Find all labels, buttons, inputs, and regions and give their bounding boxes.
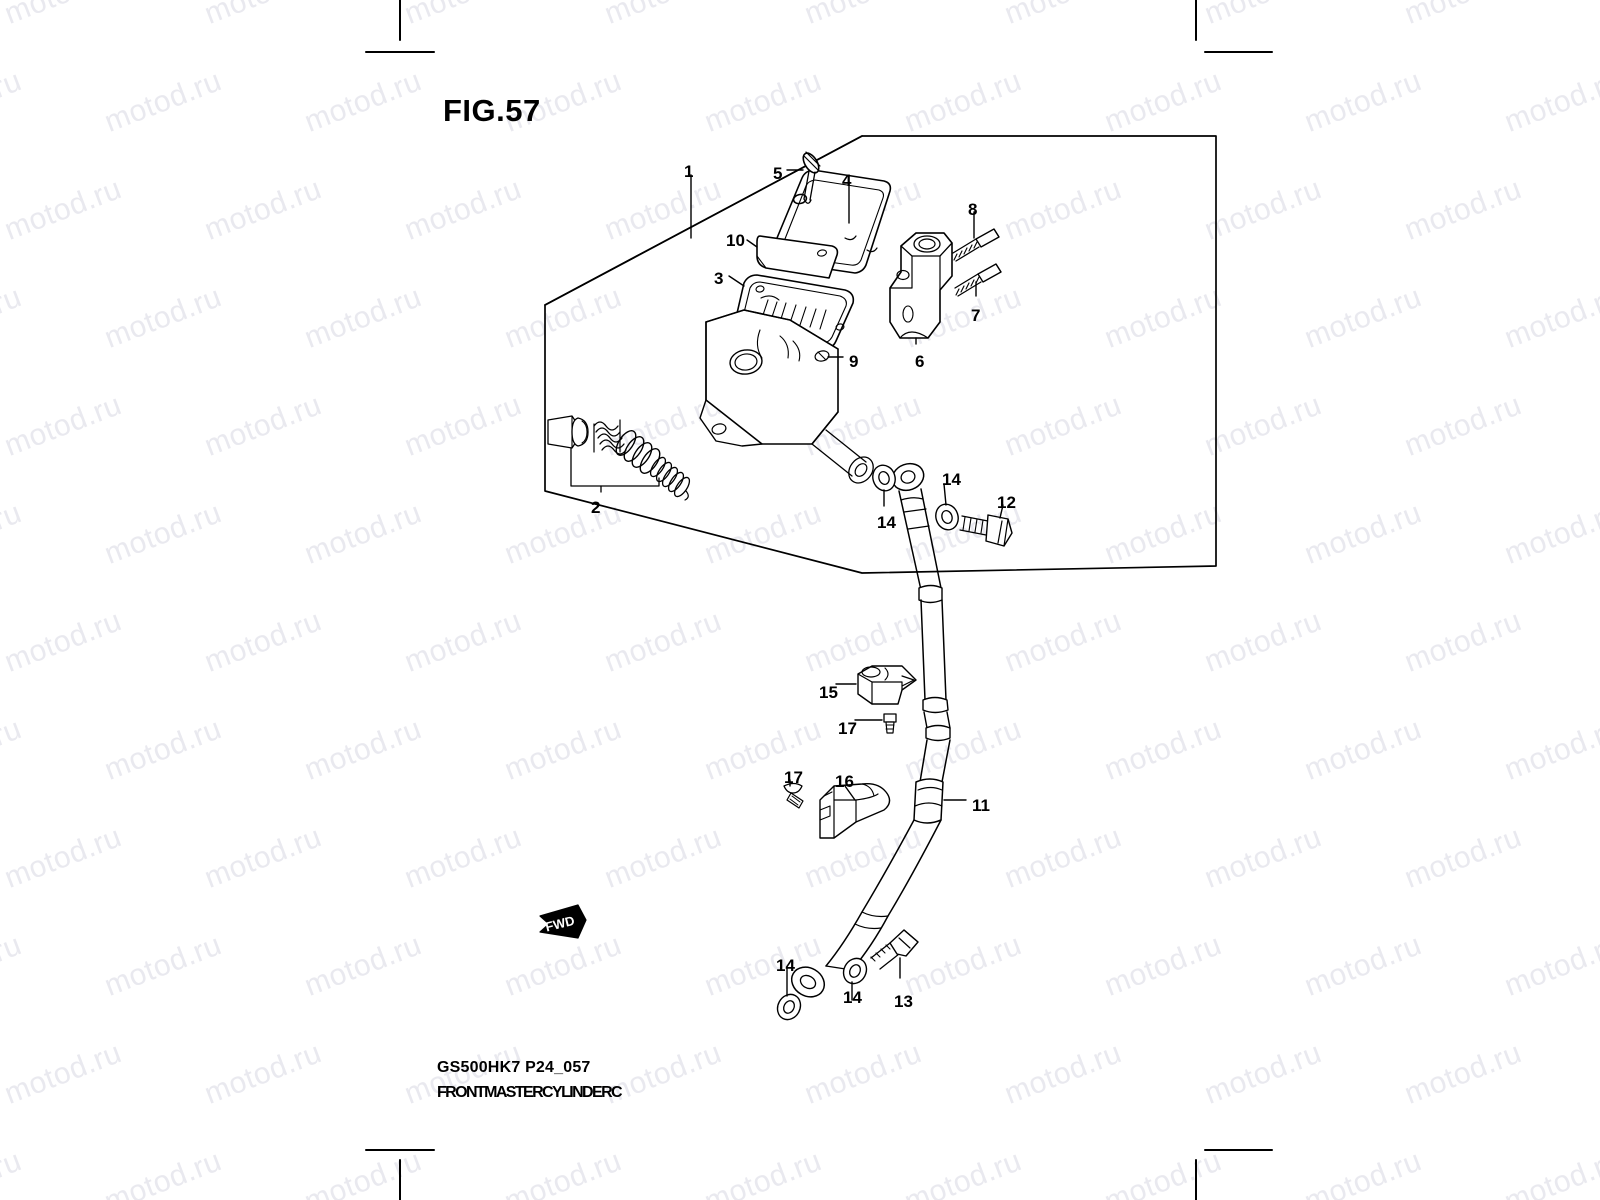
caption-model-code: GS500HK7 P24_057 xyxy=(437,1059,591,1076)
part-bolt-17-lower xyxy=(783,782,804,809)
callout-master-cylinder-assembly: 1 xyxy=(684,162,694,181)
leader-12 xyxy=(999,504,1004,519)
leader-3 xyxy=(728,275,745,287)
callout-union-bolt-upper: 12 xyxy=(997,493,1016,512)
callout-diaphragm: 10 xyxy=(726,231,745,250)
part-hose-guide-bracket xyxy=(819,782,891,839)
callout-piston-and-spring-kit: 2 xyxy=(591,498,601,517)
page-title: FIG.57 xyxy=(443,93,541,128)
callout-hose-guide-bracket: 16 xyxy=(835,772,854,791)
callout-washer-lower-right: 14 xyxy=(843,988,862,1007)
part-handlebar-clamp xyxy=(889,232,953,339)
part-master-cylinder-body xyxy=(699,309,874,484)
part-cap-screw xyxy=(802,151,821,204)
callout-clamp-bolt-upper-hose: 17 xyxy=(838,719,857,738)
callout-union-bolt-lower: 13 xyxy=(894,992,913,1011)
part-diaphragm xyxy=(756,235,839,279)
callout-brake-hose: 11 xyxy=(972,796,990,815)
part-union-bolt-lower xyxy=(870,929,919,970)
callout-washer-upper-right: 14 xyxy=(942,470,961,489)
callout-washer-upper-left: 14 xyxy=(877,513,896,532)
callout-hose-clamp-upper: 15 xyxy=(819,683,838,702)
callout-clamp-bolt-lower: 7 xyxy=(971,306,981,325)
callout-clamp-bolt-upper: 8 xyxy=(968,200,978,219)
part-hose-clamp-upper xyxy=(857,665,917,705)
part-bolt-17-upper xyxy=(883,713,897,734)
leader-14 xyxy=(786,483,947,1001)
part-union-bolt-upper xyxy=(959,514,1013,547)
fwd-arrow-marker xyxy=(539,904,587,939)
part-clamp-bolt-lower xyxy=(954,263,1002,297)
caption-section-name: FRONTMASTERCYLINDERC xyxy=(437,1084,623,1101)
callout-reservoir-screw: 9 xyxy=(849,352,859,371)
callout-clamp-bolt-lower-hose: 17 xyxy=(784,768,803,787)
fwd-label: FWD xyxy=(544,913,576,935)
part-piston-spring-kit xyxy=(547,415,691,501)
leader-10 xyxy=(746,239,758,248)
part-brake-hose xyxy=(790,462,951,998)
part-clamp-bolt-upper xyxy=(952,228,1000,262)
part-washers xyxy=(776,464,959,1021)
callout-reservoir-plate: 4 xyxy=(842,171,852,190)
crop-marks xyxy=(365,0,1273,1200)
callout-reservoir-cap: 3 xyxy=(714,269,724,288)
callout-handlebar-clamp-bracket: 6 xyxy=(915,352,925,371)
leader-16 xyxy=(844,785,856,801)
callout-cap-screw: 5 xyxy=(773,164,783,183)
callout-washer-lower-left: 14 xyxy=(776,956,795,975)
